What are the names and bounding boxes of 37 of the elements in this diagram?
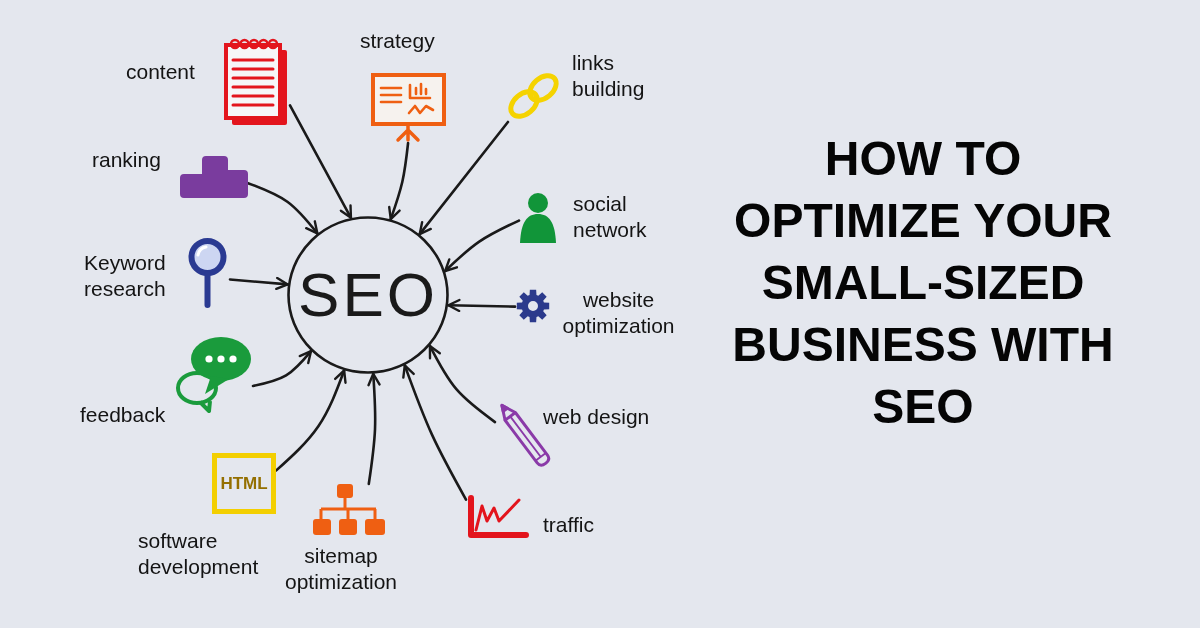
- arrow: [443, 219, 521, 273]
- topic-label: web design: [543, 404, 651, 430]
- topic-label: links building: [572, 50, 646, 102]
- presentation-board-icon: [370, 72, 447, 143]
- arrow: [402, 364, 468, 501]
- chain-link-icon: [505, 70, 562, 122]
- arrow: [251, 349, 313, 388]
- person-icon: [519, 192, 557, 243]
- arrow: [228, 276, 290, 291]
- podium-icon: [180, 156, 248, 198]
- code-label: HTML: [220, 475, 268, 492]
- org-chart-icon: [313, 484, 385, 535]
- arrow: [447, 298, 517, 313]
- topic-label: Keyword research: [84, 250, 167, 302]
- topic-label: social network: [573, 191, 648, 243]
- arrow: [288, 104, 353, 220]
- code-frame: [212, 453, 276, 514]
- topic-label: software development: [138, 528, 260, 580]
- line-chart-icon: [466, 495, 529, 540]
- topic-label: website optimization: [561, 287, 676, 339]
- topic-label: sitemap optimization: [283, 543, 399, 595]
- topic-label: feedback: [80, 402, 167, 428]
- notepad-icon: [222, 38, 290, 128]
- topic-label: ranking: [92, 147, 162, 173]
- arrow: [428, 344, 497, 424]
- hub-circle: [287, 216, 449, 374]
- arrow: [367, 372, 381, 486]
- hub-label: SEO: [298, 264, 438, 326]
- topic-label: traffic: [543, 512, 595, 538]
- topic-label: content: [126, 59, 196, 85]
- speech-bubbles-icon: [175, 334, 253, 413]
- arrow: [388, 141, 410, 221]
- gear-icon: [515, 289, 551, 323]
- topic-label: strategy: [360, 28, 436, 54]
- arrow: [274, 369, 347, 472]
- arrow: [418, 120, 510, 236]
- title: HOW TO OPTIMIZE YOUR SMALL-SIZED BUSINESS WITH SEO: [731, 131, 1115, 435]
